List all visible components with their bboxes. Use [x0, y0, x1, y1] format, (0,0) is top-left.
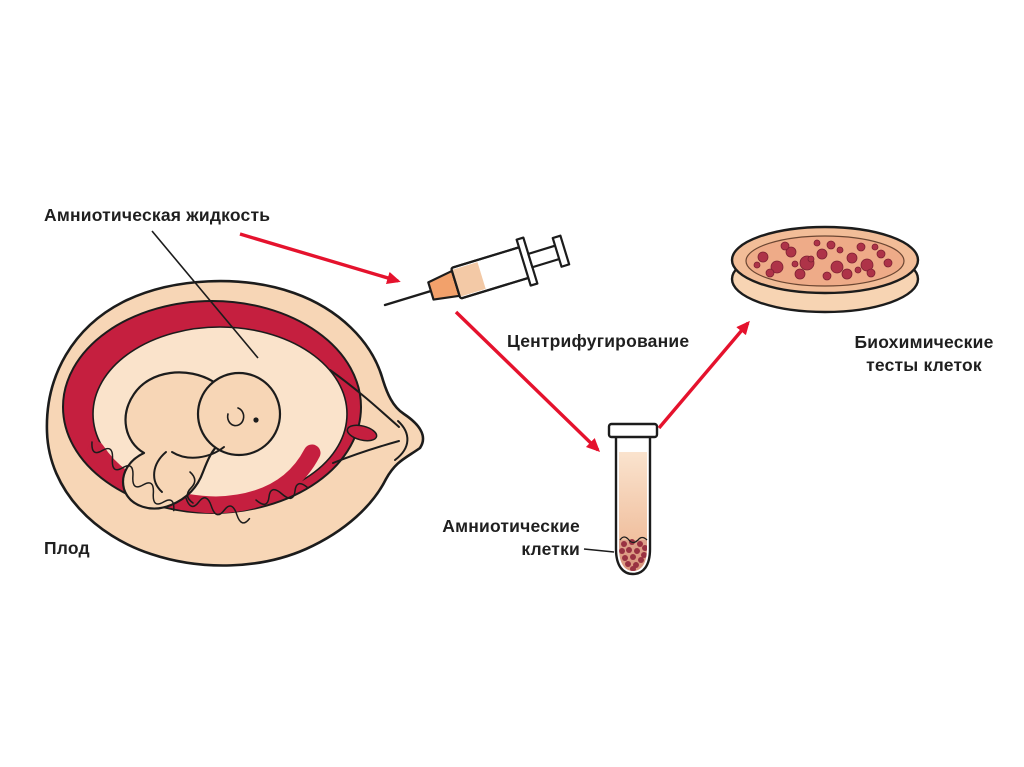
- tube-rim: [607, 422, 659, 439]
- chorionic-villi: [91, 441, 309, 524]
- syringe-needle: [383, 289, 433, 307]
- fetus-arm: [171, 446, 225, 459]
- arrow-label-to-syringe: [239, 232, 401, 284]
- fetus-head: [196, 371, 282, 457]
- arrow-tube-to-dish: [657, 320, 750, 430]
- syringe-plunger-cap: [551, 234, 571, 268]
- cells-pointer-line: [583, 548, 615, 553]
- uterus-illustration: [45, 279, 425, 567]
- amniotic-cells-line2: клетки: [521, 538, 580, 559]
- syringe-fluid: [452, 262, 486, 297]
- arrow-syringe-to-tube: [454, 310, 601, 452]
- pellet-top-line: [619, 536, 648, 544]
- centrifugation-label: Центрифугирование: [507, 331, 690, 351]
- amniotic-fluid-label: Амниотическая жидкость: [44, 205, 271, 225]
- amniotic-cells-label: Амниотические клетки: [418, 515, 580, 561]
- amniotic-cells-line1: Амниотические: [442, 516, 580, 536]
- biochemical-tests-line2: тесты клеток: [866, 354, 982, 375]
- syringe-icon: [383, 234, 571, 307]
- cervix-upper-line: [329, 369, 400, 428]
- umbilical-cord: [186, 471, 196, 504]
- biochemical-tests-label: Биохимические тесты клеток: [842, 331, 1006, 377]
- fetus-ear: [226, 407, 245, 427]
- flow-arrows: [239, 232, 750, 452]
- test-tube-icon: [607, 422, 659, 576]
- fetus-leg: [153, 451, 167, 493]
- fetus-label: Плод: [44, 538, 90, 558]
- cervix-lower-line: [332, 440, 400, 464]
- tube-cell-pellet: [619, 539, 647, 571]
- uterus-fold: [394, 420, 409, 461]
- petri-dish-icon: [730, 225, 920, 314]
- fetus-body: [121, 371, 222, 510]
- fetus-eye: [253, 417, 259, 423]
- biochemical-tests-line1: Биохимические: [854, 332, 994, 352]
- placenta-band: [87, 441, 321, 514]
- cell-colonies: [753, 239, 893, 281]
- cervical-canal: [346, 424, 378, 442]
- amniotic-fluid-pointer-line: [151, 230, 259, 359]
